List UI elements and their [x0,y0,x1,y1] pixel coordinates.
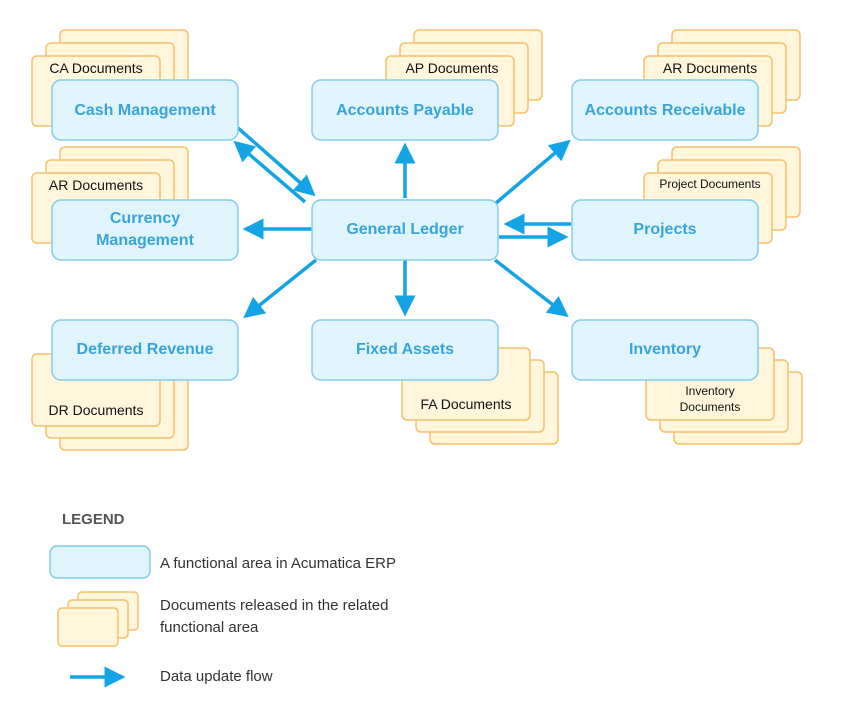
projects-label: Projects [633,221,696,238]
node-projects: Projects [571,199,759,261]
node-accounts-payable: Accounts Payable [311,79,499,141]
legend: LEGEND A functional area in Acumatica ER… [49,511,396,688]
arrow-cash-to-gl [236,126,316,197]
legend-documents-text-line-1: Documents released in the related [160,597,388,614]
inventory-documents-label-line-1: Inventory [685,384,734,398]
arrow-gl-to-ar [494,139,571,205]
ap-documents-label: AP Documents [405,60,498,76]
legend-data-flow-text: Data update flow [160,668,273,685]
inventory-documents-label-line-2: Documents [680,400,741,414]
legend-documents-swatch [57,591,139,647]
node-general-ledger: General Ledger [311,199,499,261]
accounts-receivable-label: Accounts Receivable [585,102,746,119]
fixed-assets-label: Fixed Assets [356,341,454,358]
currency-management-label-line-2: Management [96,232,194,249]
fa-documents-stack: FA Documents [401,347,559,445]
fa-documents-label: FA Documents [420,396,511,412]
node-fixed-assets: Fixed Assets [311,319,499,381]
node-currency-management: Currency Management [51,199,239,261]
accounts-payable-label: Accounts Payable [336,102,474,119]
general-ledger-label: General Ledger [346,221,463,238]
cash-management-label: Cash Management [74,102,216,119]
legend-documents-text-line-2: functional area [160,619,259,636]
node-accounts-receivable: Accounts Receivable [571,79,759,141]
arrow-gl-to-deferred [243,258,318,319]
ar-documents-label-receivable: AR Documents [663,60,757,76]
ca-documents-label: CA Documents [49,60,142,76]
node-inventory: Inventory [571,319,759,381]
node-cash-management: Cash Management [51,79,239,141]
currency-management-label-line-1: Currency [110,210,180,227]
deferred-revenue-label: Deferred Revenue [77,341,214,358]
inventory-label: Inventory [629,341,701,358]
dr-documents-label: DR Documents [49,402,144,418]
data-flow-arrows [233,126,571,319]
ar-documents-label-currency: AR Documents [49,177,143,193]
legend-functional-area-text: A functional area in Acumatica ERP [160,555,396,572]
project-documents-label: Project Documents [659,177,760,191]
node-deferred-revenue: Deferred Revenue [51,319,239,381]
legend-title: LEGEND [62,511,125,528]
arrow-gl-to-inventory [493,258,569,318]
legend-functional-area-swatch [49,545,151,579]
arrow-gl-to-cash [233,140,307,204]
